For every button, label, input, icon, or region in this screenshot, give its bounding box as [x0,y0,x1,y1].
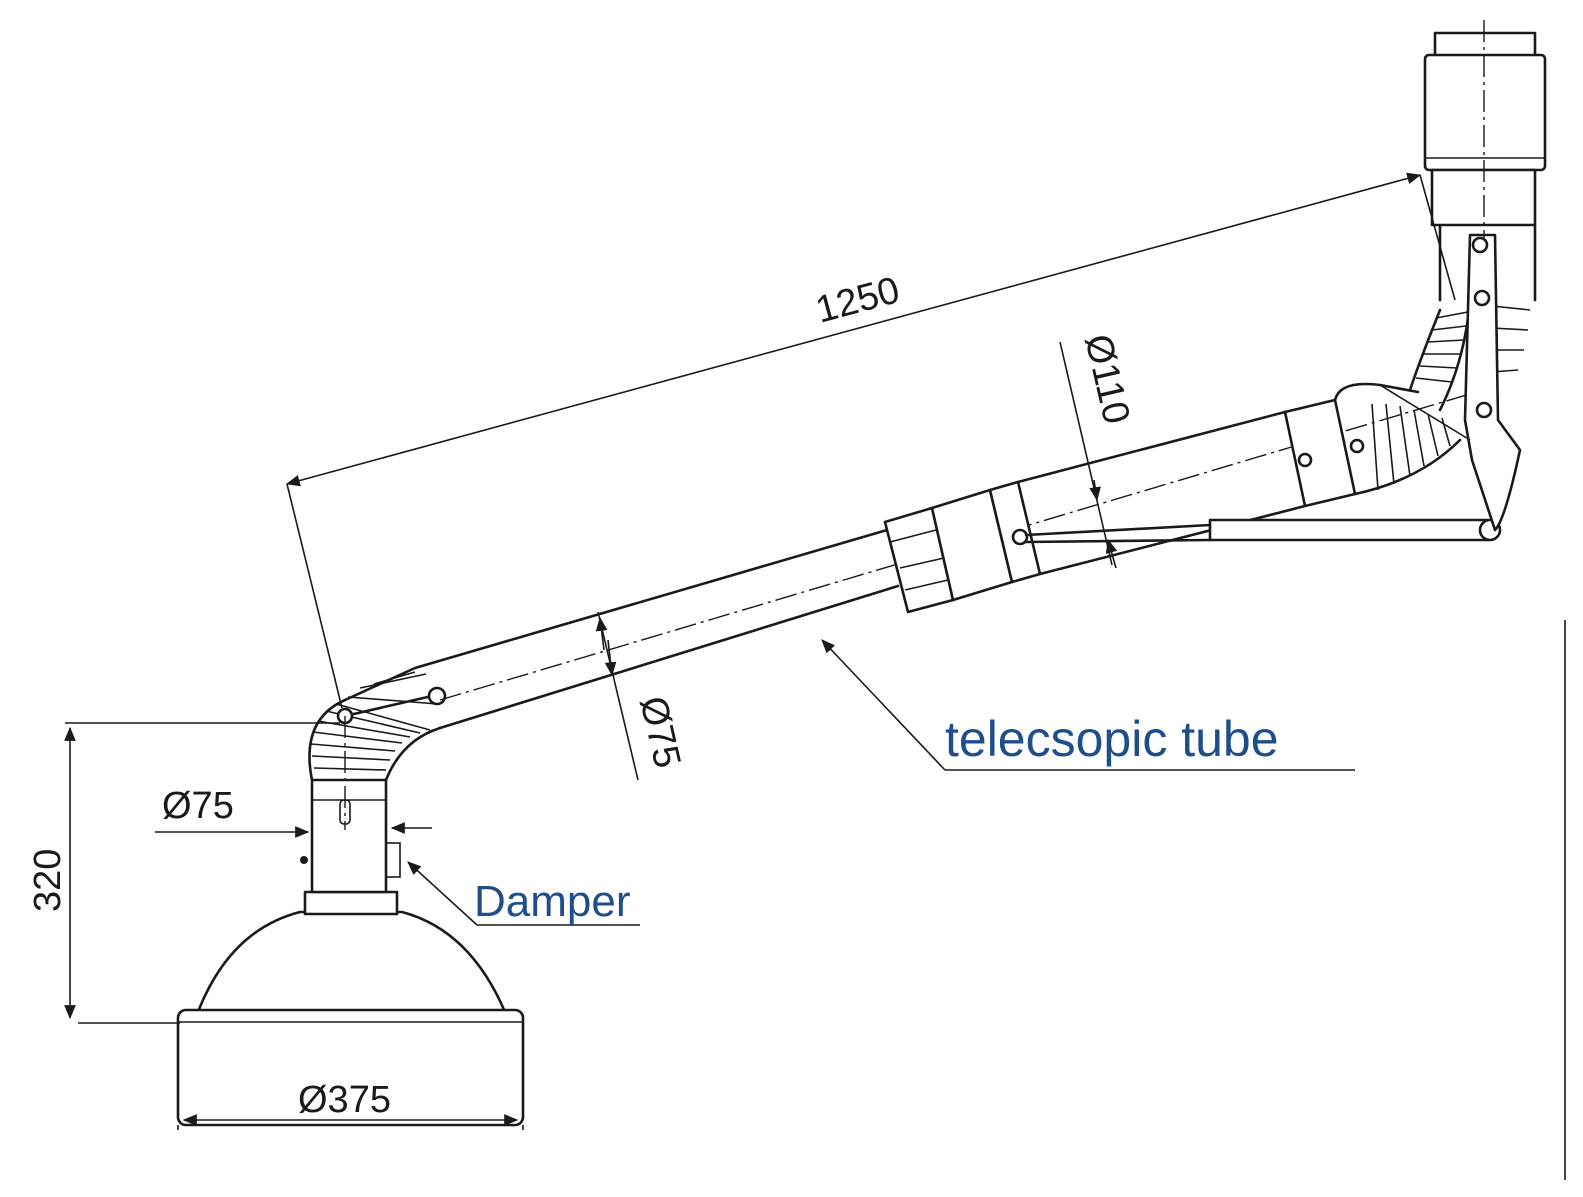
telescopic-sleeve [883,480,1042,614]
dimension-label-tube-d75: Ø75 [631,693,688,772]
upper-bellows-elbow [1333,233,1531,532]
dimension-height: 320 [27,722,340,1024]
dimension-label-d110: Ø110 [1076,331,1137,428]
wall-mount [1423,20,1547,302]
callout-label-telescopic: telecsopic tube [945,711,1279,767]
callout-telescopic-tube: telecsopic tube [821,639,1355,771]
support-strut [1011,518,1502,546]
dimension-lower-tube: Ø75 [595,611,688,781]
damper-knob [385,842,401,878]
dimension-arm-length: 1250 [285,172,1456,709]
upper-tube [1016,398,1365,576]
dimension-hood: Ø375 [177,1079,524,1130]
hood-neck [300,778,401,916]
dimension-label-neck-d75: Ø75 [162,785,234,827]
callout-damper: Damper [407,861,640,926]
dimension-label-1250: 1250 [811,269,904,331]
dimension-neck: Ø75 [155,785,432,838]
callout-label-damper: Damper [474,877,631,926]
dimension-label-d375: Ø375 [298,1079,391,1121]
dimension-label-320: 320 [27,849,69,912]
